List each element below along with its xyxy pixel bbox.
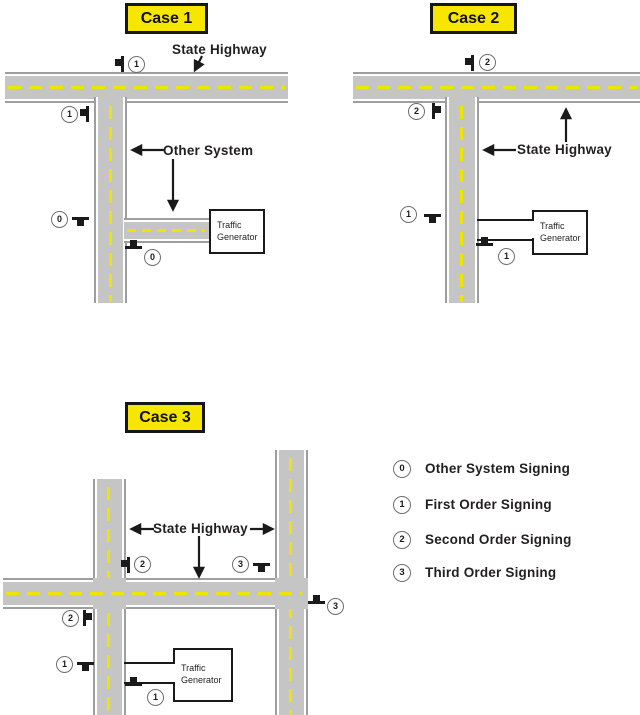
case1-marker-side: 1 xyxy=(61,106,78,123)
case3-traffic-generator-label-line1: Traffic xyxy=(181,663,206,673)
case2-state-highway-up-arrow-icon xyxy=(559,107,573,142)
case2-state-highway-left-arrow-icon xyxy=(482,143,516,157)
case1-traffic-generator-label-line1: Traffic xyxy=(217,220,242,230)
case2-highway-centerline xyxy=(356,86,637,89)
legend-circle-2: 2 xyxy=(393,531,411,549)
legend-label-1: First Order Signing xyxy=(425,497,552,512)
case1-highway-centerline xyxy=(8,86,285,89)
case1-state-highway-arrow-icon xyxy=(193,55,205,73)
case1-traffic-generator-label-line2: Generator xyxy=(217,232,258,242)
case2-marker-side: 2 xyxy=(408,103,425,120)
legend-label-0: Other System Signing xyxy=(425,461,571,476)
legend-circle-0: 0 xyxy=(393,460,411,478)
case3-cross-road-centerline xyxy=(6,592,302,595)
case3-marker-side: 2 xyxy=(62,610,79,627)
case1-state-highway-label: State Highway xyxy=(172,42,267,57)
case3-marker-top-right: 3 xyxy=(232,556,249,573)
legend-circle-3: 3 xyxy=(393,564,411,582)
case2-access-opening xyxy=(531,221,535,238)
case3-access-road-top-edge xyxy=(124,662,175,664)
case3-marker-top-left: 2 xyxy=(134,556,151,573)
case2-marker-gen-left: 1 xyxy=(400,206,417,223)
case1-other-system-down-arrow-icon xyxy=(166,159,180,212)
case2-traffic-generator-box: Traffic Generator xyxy=(532,210,588,255)
case2-traffic-generator-label-line1: Traffic xyxy=(540,221,565,231)
case3-traffic-generator-label-line2: Generator xyxy=(181,675,222,685)
case2-marker-gen-bottom: 1 xyxy=(498,248,515,265)
case1-other-system-label: Other System xyxy=(163,143,254,158)
case1-traffic-generator-box: Traffic Generator xyxy=(209,209,265,254)
case1-title-box: Case 1 xyxy=(125,3,208,34)
case3-sign-post-icon-gen-left xyxy=(77,662,94,671)
case1-marker-gen-bottom: 0 xyxy=(144,249,161,266)
case3-state-highway-label: State Highway xyxy=(153,521,248,536)
case3-sign-post-icon-side xyxy=(83,610,92,626)
case1-marker-top: 1 xyxy=(128,56,145,73)
case3-access-road-bottom-edge xyxy=(124,682,175,684)
case3-state-highway-right-arrow-icon xyxy=(250,522,275,536)
case3-sign-post-icon-top-left xyxy=(121,557,130,573)
case2-title-box: Case 2 xyxy=(430,3,517,34)
case3-marker-right: 3 xyxy=(327,598,344,615)
case1-sign-post-icon-gen-bottom xyxy=(125,240,142,249)
case3-sign-post-icon-top-right xyxy=(253,563,270,572)
case1-marker-gen-left: 0 xyxy=(51,211,68,228)
case3-state-highway-down-arrow-icon xyxy=(192,536,206,579)
case1-access-road-centerline xyxy=(127,229,205,232)
case3-marker-gen-left: 1 xyxy=(56,656,73,673)
case3-access-opening xyxy=(172,664,176,682)
legend-label-3: Third Order Signing xyxy=(425,565,557,580)
case2-vertical-road-centerline xyxy=(460,106,463,302)
case3-state-highway-left-arrow-icon xyxy=(129,522,154,536)
case3-traffic-generator-box: Traffic Generator xyxy=(173,648,233,702)
case1-other-road-centerline xyxy=(109,106,112,302)
case3-sign-post-icon-gen-bottom xyxy=(125,677,142,686)
case2-access-road-bottom-edge xyxy=(477,239,532,241)
case1-sign-post-icon-gen-left xyxy=(72,217,89,226)
case2-access-road-top-edge xyxy=(477,219,532,221)
legend-circle-1: 1 xyxy=(393,496,411,514)
case3-marker-gen-bottom: 1 xyxy=(147,689,164,706)
case1-other-system-left-arrow-icon xyxy=(130,143,164,157)
case1-sign-post-icon-side xyxy=(80,106,89,122)
case2-state-highway-label: State Highway xyxy=(517,142,612,157)
case2-sign-post-icon-gen-left xyxy=(424,214,441,223)
legend-label-2: Second Order Signing xyxy=(425,532,572,547)
case2-sign-post-icon-top xyxy=(465,55,474,71)
case2-sign-post-icon-side xyxy=(432,103,441,119)
case2-marker-top: 2 xyxy=(479,54,496,71)
case2-sign-post-icon-gen-bottom xyxy=(476,237,493,246)
case1-sign-post-icon-top xyxy=(115,56,124,72)
case3-title-box: Case 3 xyxy=(125,402,205,433)
case2-traffic-generator-label-line2: Generator xyxy=(540,233,581,243)
case3-sign-post-icon-right xyxy=(308,595,325,604)
